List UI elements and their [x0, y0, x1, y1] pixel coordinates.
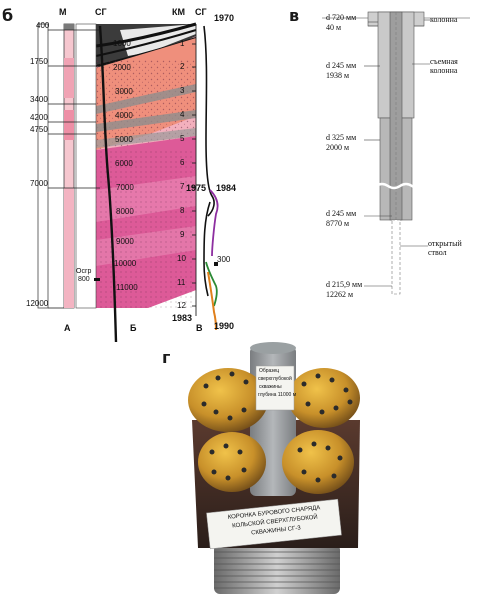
km-tick-12: 12 [177, 302, 186, 310]
km-footer: B [196, 324, 203, 333]
inner-depth-6000: 6000 [115, 160, 133, 168]
label-sem-line2: колонна [430, 67, 457, 75]
annot-d245a-line1: d 245 мм [326, 62, 356, 70]
well-trajectories [204, 26, 218, 330]
km-header: КМ [172, 8, 185, 17]
annot-d245b-line1: d 245 мм [326, 210, 356, 218]
km-tick-8: 8 [180, 207, 184, 215]
km-tick-6: 6 [180, 159, 184, 167]
sg-header-km: СГ [195, 8, 207, 17]
label-open-line1: открытый [428, 240, 462, 248]
annot-d720-line2: 40 м [326, 24, 341, 32]
depth-4750: 4750 [30, 126, 48, 134]
depth-7000: 7000 [30, 180, 48, 188]
inner-depth-11000: 11000 [116, 284, 138, 292]
year-1983: 1983 [172, 314, 192, 323]
inner-depth-9000: 9000 [116, 238, 134, 246]
km-tick-3: 3 [180, 87, 184, 95]
km-tick-5: 5 [180, 135, 184, 143]
km-tick-2: 2 [180, 63, 184, 71]
inner-depth-2000: 2000 [113, 64, 131, 72]
panel-g-letter: г [162, 348, 170, 367]
column-a-strip [38, 24, 74, 308]
label-kolonna: колонна [430, 16, 457, 24]
inner-depth-7000: 7000 [116, 184, 134, 192]
inner-depth-10000: 10000 [114, 260, 136, 268]
year-1975: 1975 [186, 184, 206, 193]
core-label-line1: Образец [259, 369, 279, 374]
core-label-line2: сверхглубокой [258, 377, 292, 382]
core-label-line4: глубина 11000 м [258, 393, 296, 398]
col-a-footer: A [64, 324, 71, 333]
depth-3400: 3400 [30, 96, 48, 104]
col-b-header: СГ [95, 8, 107, 17]
depth-4200: 4200 [30, 114, 48, 122]
year-1970: 1970 [214, 14, 234, 23]
year-1990: 1990 [214, 322, 234, 331]
km-tick-11: 11 [177, 279, 185, 287]
inner-depth-3000: 3000 [115, 88, 133, 96]
panel-v-letter: в [289, 6, 299, 25]
annot-d325-line1: d 325 мм [326, 134, 356, 142]
km-tick-7: 7 [180, 183, 184, 191]
column-b-section [76, 24, 196, 342]
annot-d720-line1: d 720 мм [326, 14, 356, 22]
km-tick-1: 1 [180, 40, 184, 48]
label-open-line2: ствол [428, 249, 447, 257]
year-1984: 1984 [216, 184, 236, 193]
depth-12000: 12000 [26, 300, 48, 308]
depth-1750: 1750 [30, 58, 48, 66]
label-sem-line1: съемная [430, 58, 458, 66]
km-tick-4: 4 [180, 111, 184, 119]
annot-d325-line2: 2000 м [326, 144, 349, 152]
depth-400: 400 [36, 22, 49, 30]
inner-depth-5000: 5000 [115, 136, 133, 144]
km-tick-9: 9 [180, 231, 184, 239]
annot-d2159-line1: d 215,9 мм [326, 281, 362, 289]
inner-depth-1000: 1000 [113, 40, 131, 48]
inner-depth-4000: 4000 [115, 112, 133, 120]
annot-d245a-line2: 1938 м [326, 72, 349, 80]
label-300: 300 [217, 256, 230, 264]
annot-d245b-line2: 8770 м [326, 220, 349, 228]
km-tick-10: 10 [177, 255, 186, 263]
col-a-header: M [59, 8, 67, 17]
inner-depth-8000: 8000 [116, 208, 134, 216]
annot-d2159-line2: 12262 м [326, 291, 353, 299]
marker-label-line2: 800 [78, 276, 90, 283]
marker-label-line1: Осгр [76, 268, 91, 275]
core-label-line3: скважины [259, 385, 282, 390]
col-b-footer: Б [130, 324, 136, 333]
